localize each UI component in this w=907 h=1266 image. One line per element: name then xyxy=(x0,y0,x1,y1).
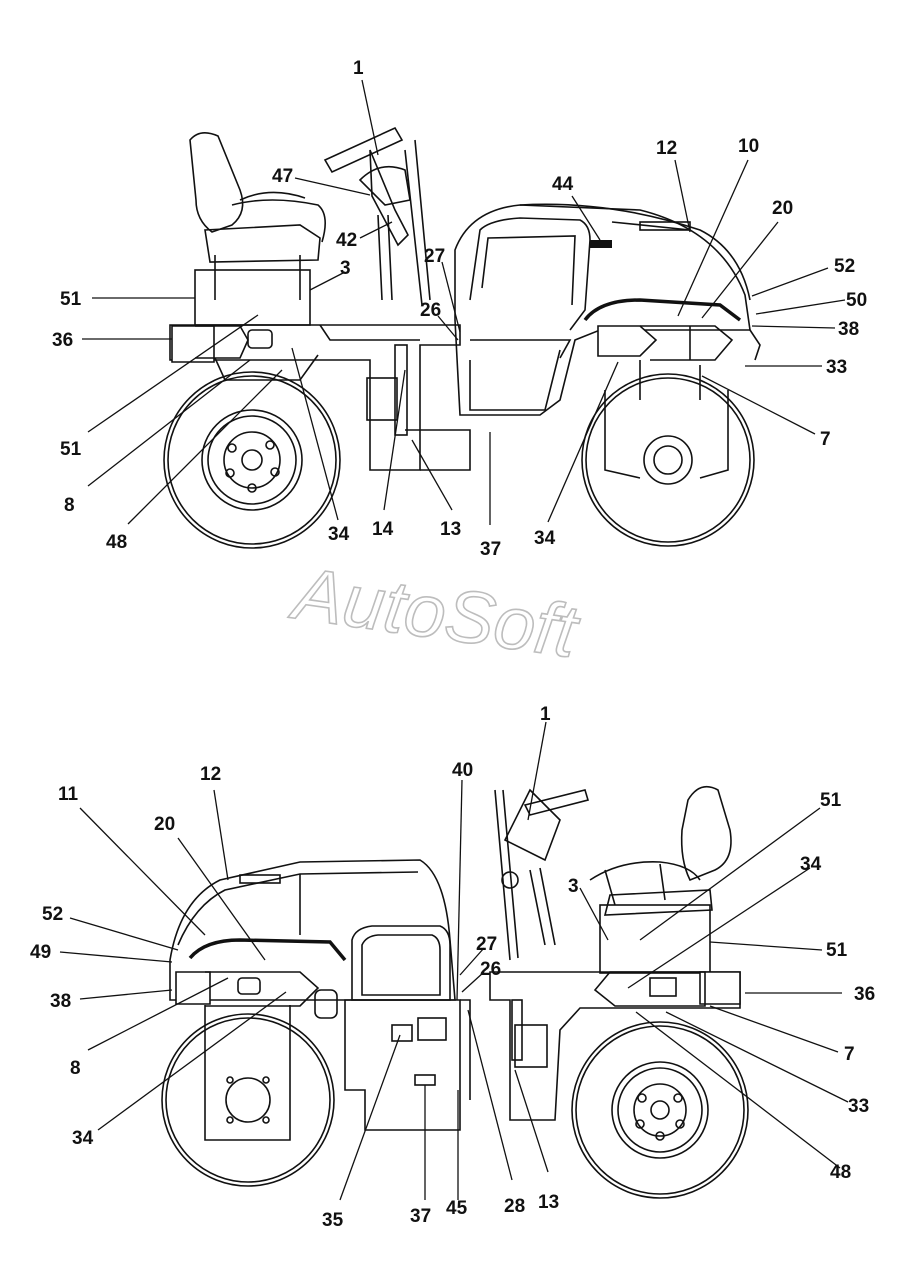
callout-label: 33 xyxy=(848,1096,869,1117)
callout-label: 34 xyxy=(72,1128,94,1149)
callout-label: 51 xyxy=(826,940,848,961)
callout-label: 8 xyxy=(64,495,75,516)
callout-label: 1 xyxy=(353,58,364,79)
callout-label: 36 xyxy=(52,330,73,351)
callout-label: 48 xyxy=(106,532,127,553)
callout-label: 51 xyxy=(60,289,82,310)
callout-label: 3 xyxy=(340,258,351,279)
callout-label: 42 xyxy=(336,230,357,251)
callout-label: 35 xyxy=(322,1210,344,1231)
callout-label: 20 xyxy=(772,198,793,219)
callout-label: 48 xyxy=(830,1162,851,1183)
callout-label: 1 xyxy=(540,704,551,725)
bottom-callouts: 12 11 20 52 49 38 8 34 35 37 45 28 13 40… xyxy=(30,704,875,1231)
top-callouts: 1 47 42 3 51 36 51 8 48 34 14 13 37 27 2… xyxy=(52,58,867,560)
callout-label: 37 xyxy=(410,1206,431,1227)
callout-label: 28 xyxy=(504,1196,525,1217)
callout-label: 27 xyxy=(424,246,445,267)
callout-label: 26 xyxy=(420,300,441,321)
callout-label: 52 xyxy=(42,904,63,925)
bottom-leader-lines xyxy=(59,721,849,1201)
callout-label: 27 xyxy=(476,934,497,955)
callout-label: 49 xyxy=(30,942,51,963)
callout-label: 11 xyxy=(58,784,79,805)
callout-label: 20 xyxy=(154,814,175,835)
callout-label: 12 xyxy=(656,138,677,159)
callout-label: 10 xyxy=(738,136,759,157)
callout-label: 40 xyxy=(452,760,473,781)
callout-label: 33 xyxy=(826,357,847,378)
callout-label: 47 xyxy=(272,166,293,187)
callout-label: 7 xyxy=(820,429,831,450)
callout-label: 45 xyxy=(446,1198,468,1219)
callout-label: 3 xyxy=(568,876,579,897)
callout-label: 51 xyxy=(820,790,842,811)
callout-label: 38 xyxy=(50,991,71,1012)
callout-label: 34 xyxy=(800,854,822,875)
callout-label: 13 xyxy=(440,519,461,540)
callout-label: 38 xyxy=(838,319,859,340)
callout-label: 37 xyxy=(480,539,501,560)
callout-label: 36 xyxy=(854,984,875,1005)
callout-label: 50 xyxy=(846,290,867,311)
callout-label: 51 xyxy=(60,439,82,460)
callout-label: 52 xyxy=(834,256,855,277)
watermark: AutoSoft xyxy=(285,551,585,674)
roller-left-side-view xyxy=(161,785,749,1199)
callout-label: 34 xyxy=(328,524,350,545)
callout-label: 8 xyxy=(70,1058,81,1079)
callout-label: 12 xyxy=(200,764,221,785)
top-leader-lines xyxy=(82,79,846,525)
callout-label: 13 xyxy=(538,1192,559,1213)
callout-label: 14 xyxy=(372,519,394,540)
callout-label: 34 xyxy=(534,528,556,549)
callout-label: 44 xyxy=(552,174,574,195)
callout-label: 26 xyxy=(480,959,501,980)
roller-right-side-view xyxy=(163,126,761,549)
callout-label: 7 xyxy=(844,1044,855,1065)
